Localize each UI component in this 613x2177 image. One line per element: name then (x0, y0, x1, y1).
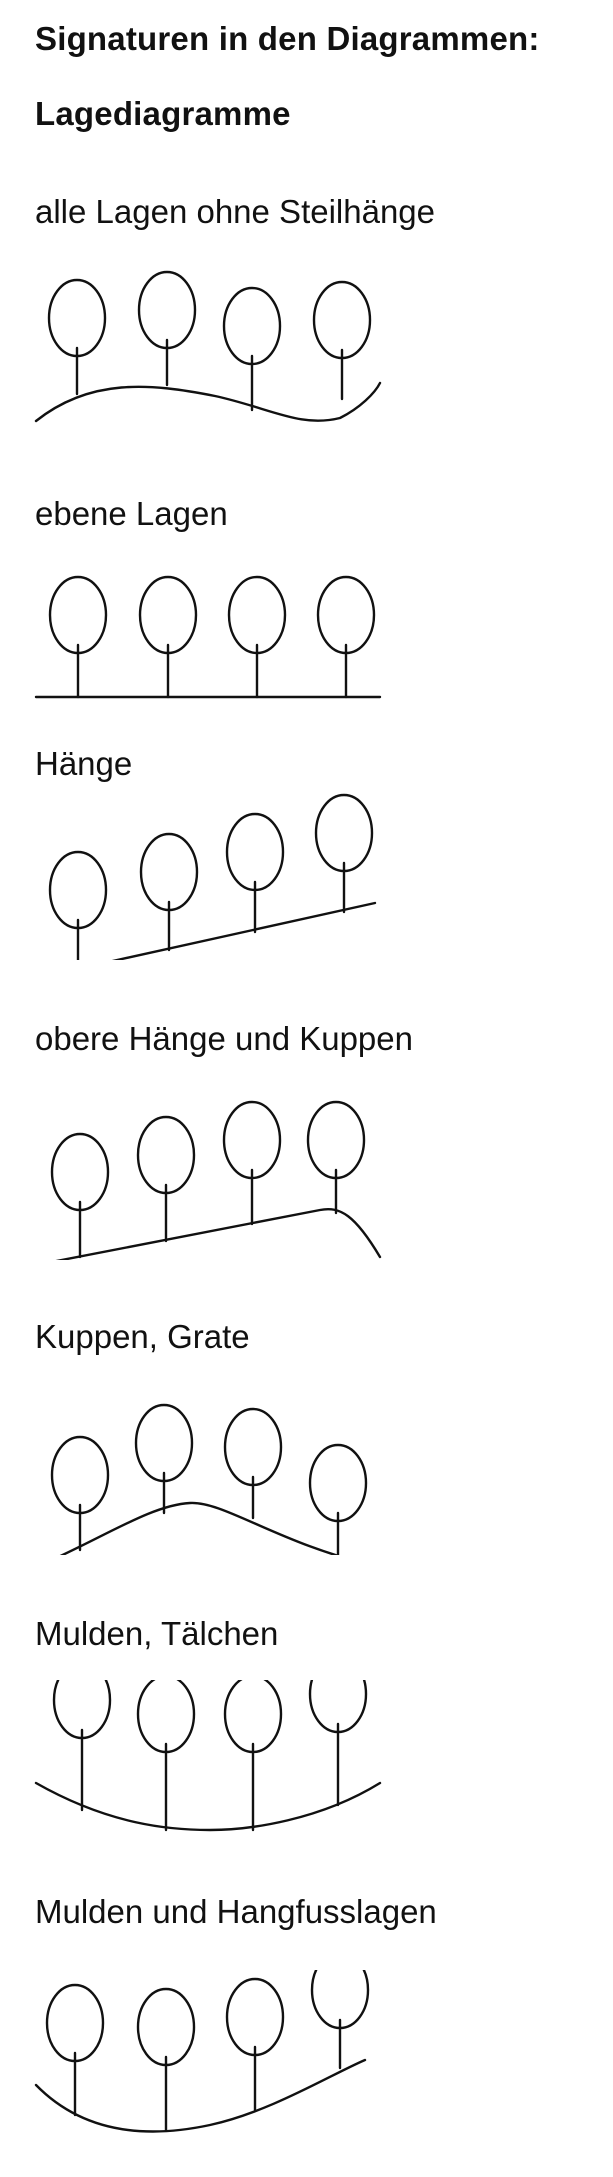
tree-crown (136, 1115, 196, 1195)
tree-crown (223, 1407, 283, 1487)
tree-crown (312, 280, 372, 360)
tree-crown (225, 812, 285, 892)
tree-crown (222, 1100, 282, 1180)
trees-in-hollow-icon (34, 1680, 382, 1832)
diagram-label-obere-haenge: obere Hänge und Kuppen (35, 1020, 413, 1057)
tree-crown (222, 286, 282, 366)
tree-crown (223, 1680, 283, 1754)
trees-on-mixed-terrain-icon (34, 270, 382, 423)
tree-crown (306, 1100, 366, 1180)
diagram-label-ebene-lagen: ebene Lagen (35, 495, 228, 532)
terrain-line (111, 901, 377, 960)
tree-crown (227, 575, 287, 655)
terrain-line (59, 1501, 340, 1555)
section-title: Lagediagramme (35, 95, 291, 132)
diagram-label-mulden-hangfuss: Mulden und Hangfusslagen (35, 1893, 437, 1930)
trees-on-crest-icon (50, 1403, 368, 1555)
tree-crown (134, 1403, 194, 1483)
trees-in-hollow-and-footslope-icon (34, 1970, 370, 2133)
diagram-label-alle-lagen: alle Lagen ohne Steilhänge (35, 193, 436, 230)
tree-crown (48, 575, 108, 655)
terrain-line (34, 1781, 382, 1832)
diagram-label-mulden-taelchen: Mulden, Tälchen (35, 1615, 279, 1652)
tree-crown (138, 575, 198, 655)
tree-crown (137, 270, 197, 350)
tree-crown (50, 1435, 110, 1515)
tree-crown (47, 278, 107, 358)
trees-on-slope-icon (48, 793, 377, 960)
page-title: Signaturen in den Diagrammen: (35, 20, 540, 57)
terrain-line (55, 1208, 382, 1260)
tree-crown (314, 793, 374, 873)
tree-crown (48, 850, 108, 930)
terrain-line (34, 381, 382, 423)
diagram-label-haenge: Hänge (35, 745, 133, 782)
tree-crown (225, 1977, 285, 2057)
trees-on-flat-terrain-icon (34, 575, 382, 699)
terrain-line (34, 2058, 367, 2133)
diagram-label-kuppen-grate: Kuppen, Grate (35, 1318, 250, 1355)
tree-crown (316, 575, 376, 655)
tree-crown (50, 1132, 110, 1212)
trees-on-upper-slope-and-crest-icon (50, 1100, 382, 1260)
tree-crown (45, 1983, 105, 2063)
tree-crown (136, 1987, 196, 2067)
tree-crown (308, 1443, 368, 1523)
tree-crown (139, 832, 199, 912)
tree-crown (136, 1680, 196, 1754)
